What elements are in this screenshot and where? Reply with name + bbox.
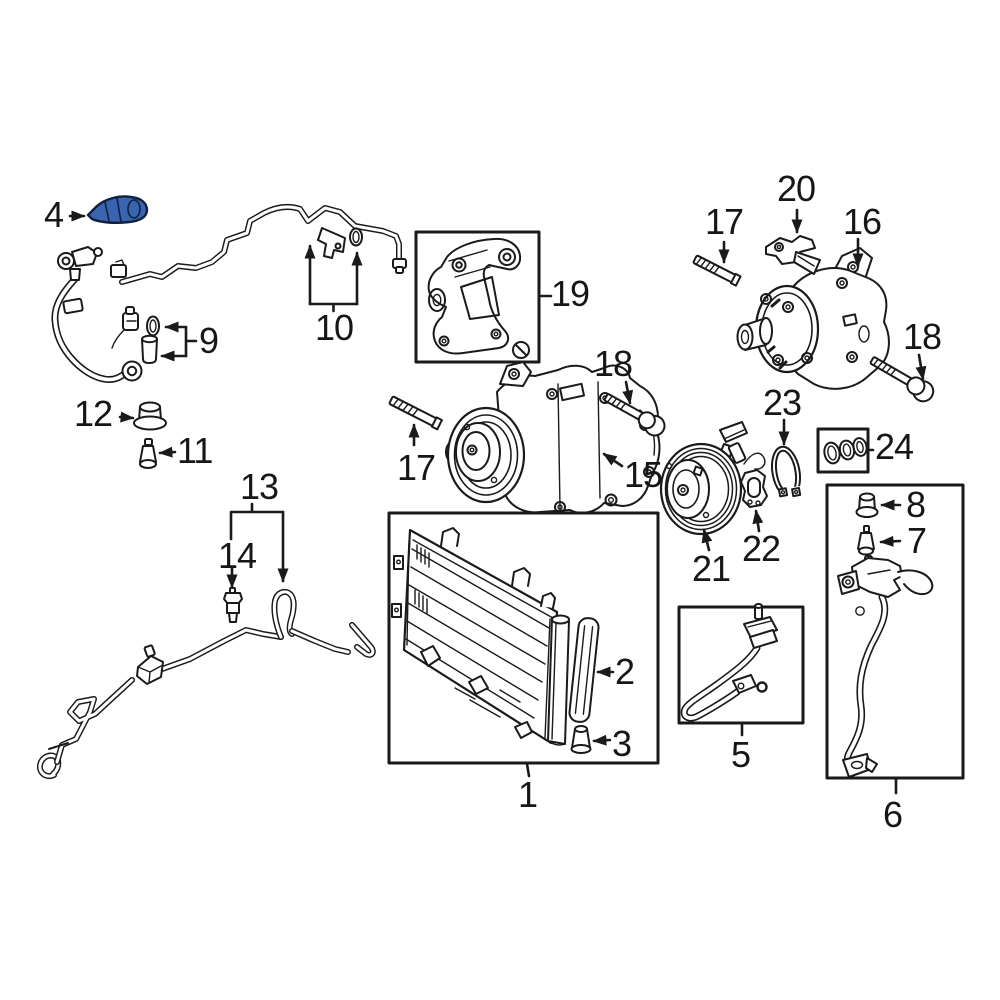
part-16-compressor (736, 247, 890, 390)
part-10-pipe (110, 203, 407, 285)
callout-5: 5 (731, 734, 751, 775)
part-18-bolt-right (869, 356, 935, 403)
callout-3: 3 (612, 723, 632, 764)
part-17-stud-bolt-top (692, 254, 742, 287)
callout-20: 20 (777, 168, 816, 209)
part-7-valve-core (857, 525, 875, 556)
callout-9: 9 (199, 320, 219, 361)
part-13-liquid-tube (37, 588, 376, 779)
callout-22: 22 (742, 528, 781, 569)
callout-19: 19 (551, 273, 590, 314)
part-24-oring-kit-box (816, 427, 870, 474)
part-4-highlighted-cap (86, 195, 149, 224)
callout-arrows (68, 208, 927, 795)
part-9-oring (146, 315, 160, 337)
callout-17-top: 17 (705, 201, 744, 242)
callout-17-mid: 17 (397, 447, 436, 488)
callout-7: 7 (907, 520, 927, 561)
callout-14: 14 (218, 535, 257, 576)
part-20-bracket (765, 235, 821, 275)
part-18-bolt-mid (603, 393, 666, 437)
suction-hose-assembly (51, 246, 143, 383)
part-19-bracket-box (414, 230, 541, 364)
callout-6: 6 (883, 794, 903, 835)
part-1-condenser-box (387, 511, 660, 765)
callout-24: 24 (875, 426, 914, 467)
part-2-drier-element (568, 617, 600, 723)
callout-18-mid: 18 (594, 343, 633, 384)
part-8-cap (855, 492, 879, 518)
part-9-cap (141, 334, 158, 364)
callout-13: 13 (240, 466, 279, 507)
callout-2: 2 (615, 651, 635, 692)
callout-12: 12 (74, 393, 113, 434)
callout-11: 11 (177, 430, 213, 471)
callout-1: 1 (518, 774, 538, 815)
part-11-valve-core (139, 438, 157, 469)
callout-23: 23 (763, 382, 802, 423)
callout-16: 16 (843, 201, 882, 242)
callout-15: 15 (624, 454, 663, 495)
part-6-hose-box (825, 483, 965, 780)
callout-18-right: 18 (903, 316, 942, 357)
part-22-spacer (740, 469, 768, 508)
callout-21: 21 (692, 548, 731, 589)
part-17-stud-bolt-mid (388, 395, 443, 431)
callout-10: 10 (315, 307, 354, 348)
part-3-cap (570, 725, 592, 754)
part-21-clutch-pulley (659, 421, 766, 536)
part-23-snap-ring (770, 445, 802, 502)
part-12-cap (133, 401, 167, 431)
callout-4: 4 (44, 194, 64, 235)
part-5-pipe-box (677, 603, 805, 725)
callout-8: 8 (906, 484, 926, 525)
part-14-pressure-switch (223, 587, 243, 623)
